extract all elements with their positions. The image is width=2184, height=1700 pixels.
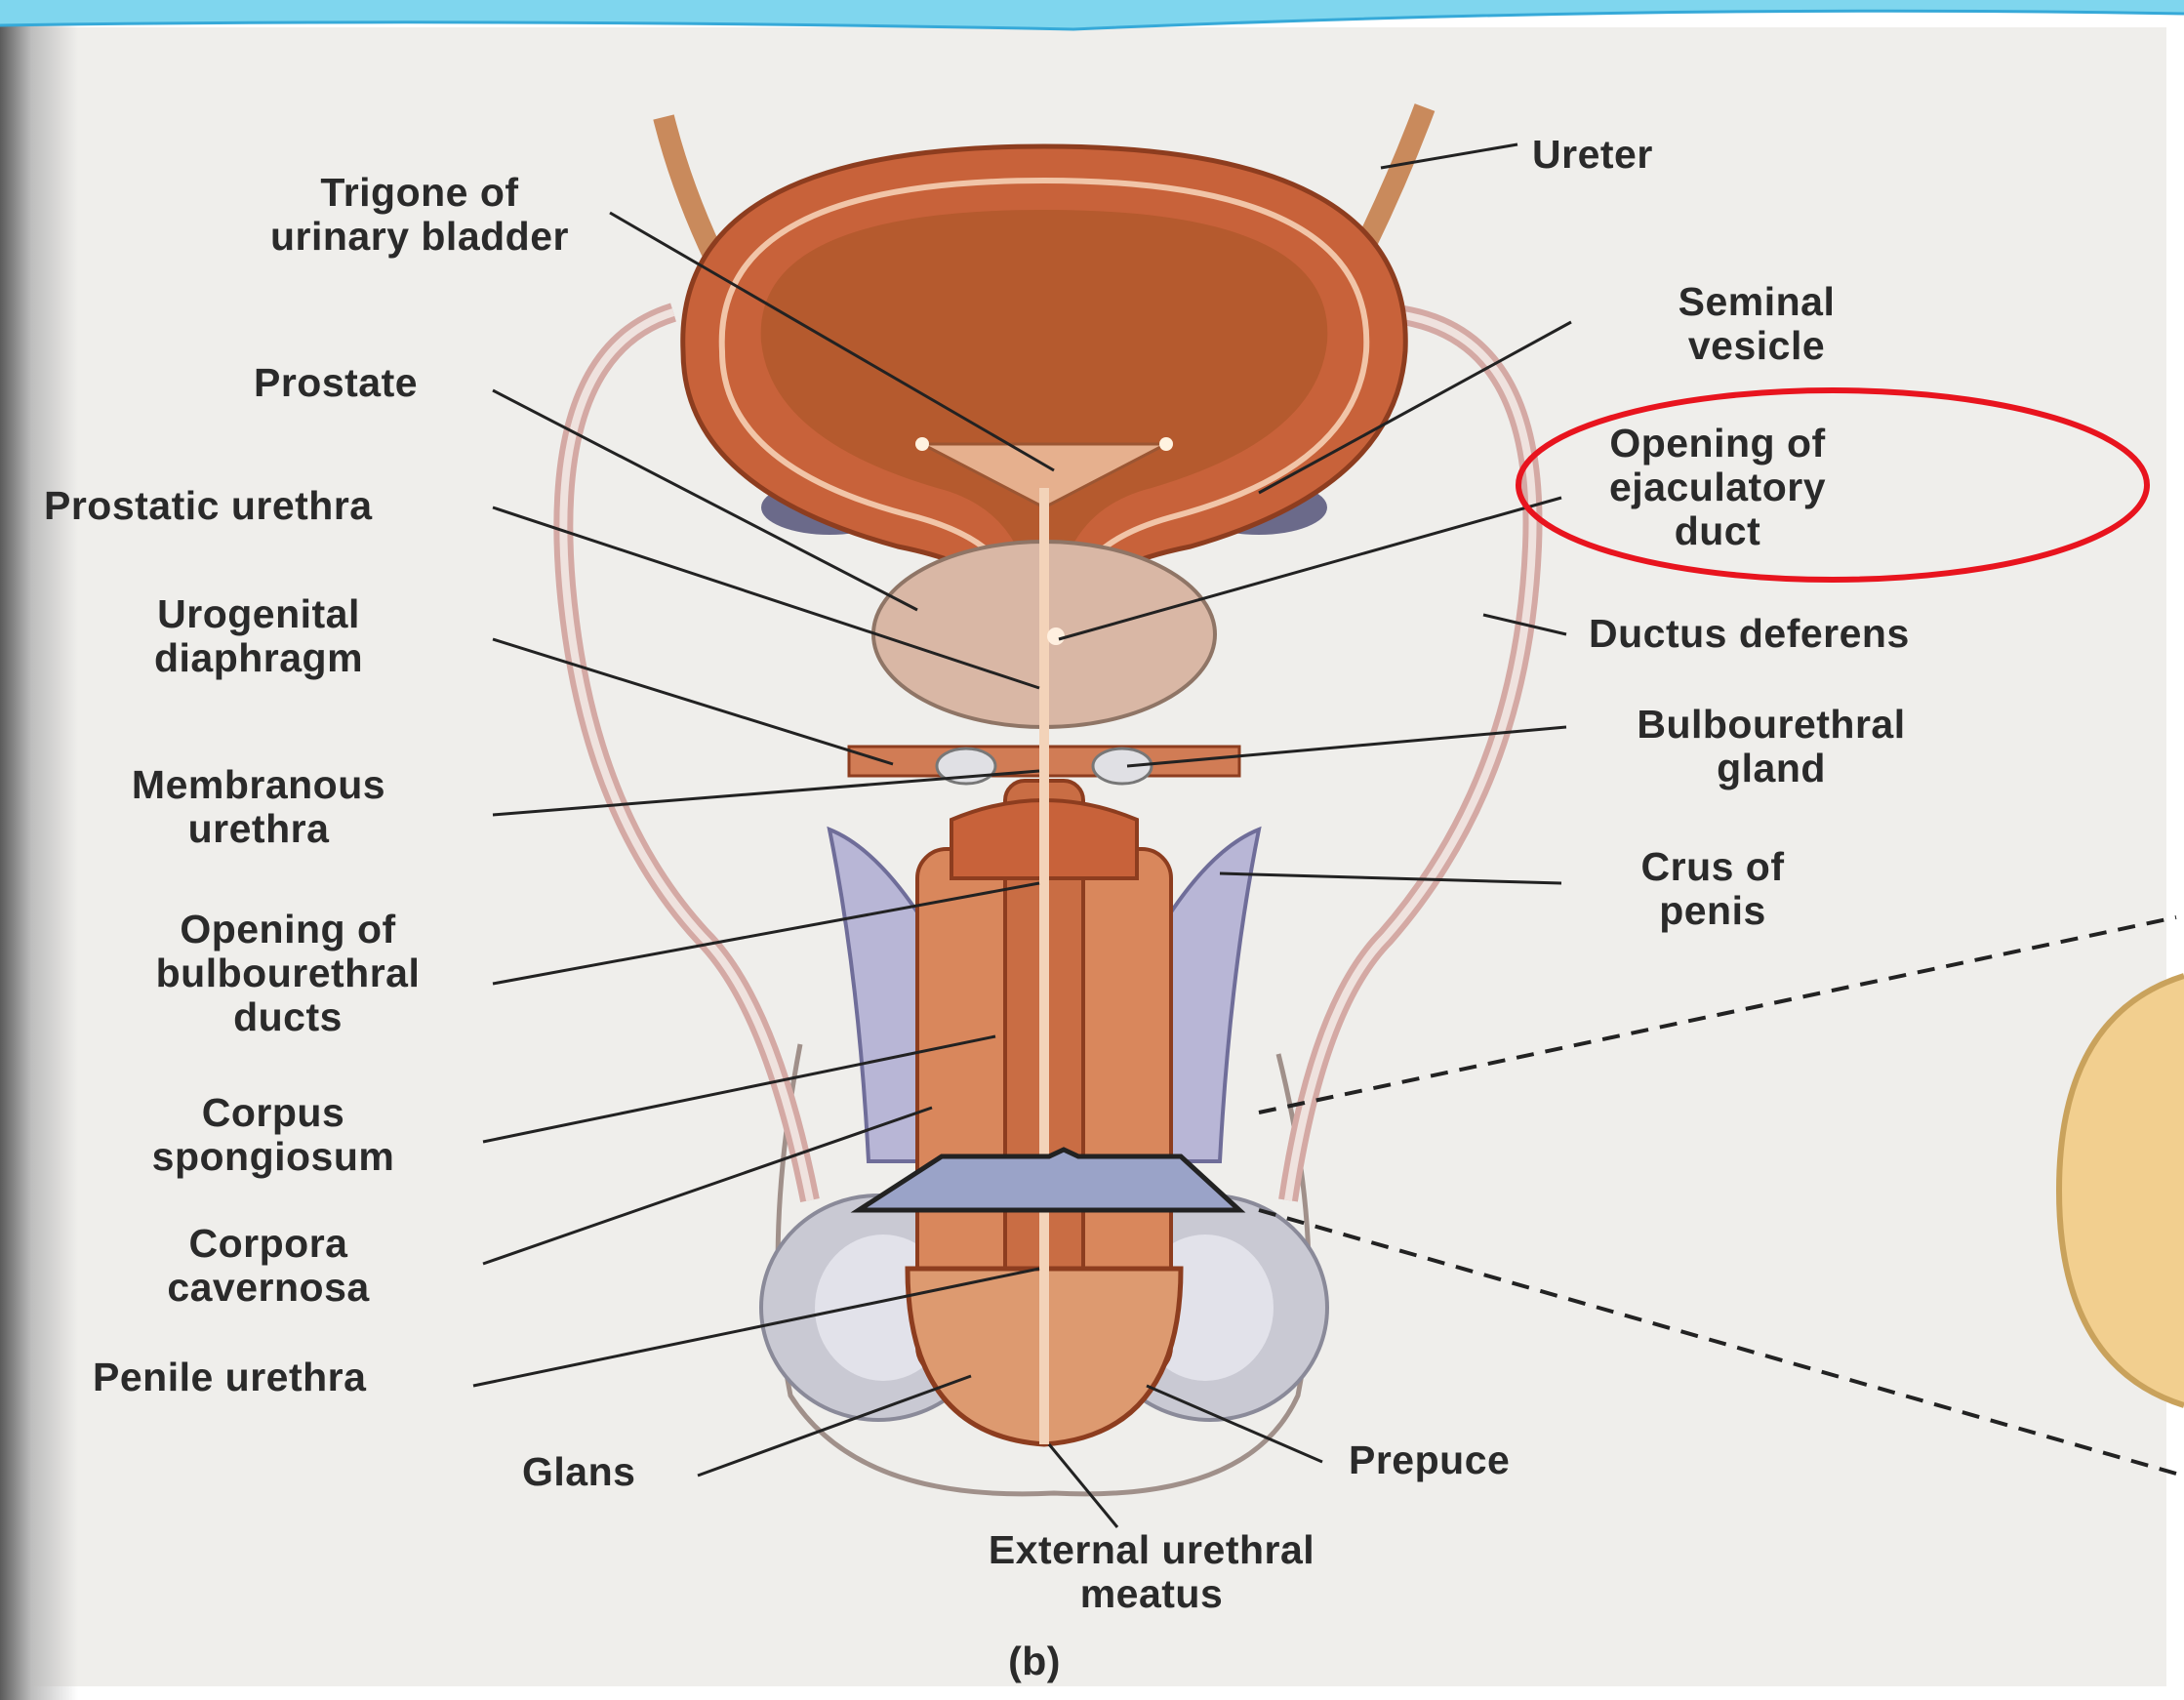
label-trigone: Trigone of urinary bladder [270,170,569,259]
label-seminal-vesicle: Seminal vesicle [1678,279,1836,368]
label-ureter: Ureter [1532,132,1653,177]
label-prostatic-urethra: Prostatic urethra [44,483,373,528]
leader-lines [472,142,1572,1528]
figure-label: (b) [1008,1639,1061,1683]
label-glans: Glans [522,1449,636,1494]
label-opening-bulbourethral-ducts: Opening of bulbourethral ducts [155,907,421,1039]
left-crus-of-penis [827,826,929,1163]
bladder-lumen [760,210,1328,586]
highlight-ring [1516,387,2150,583]
label-prostate: Prostate [254,360,419,405]
trigone [921,442,1167,509]
label-crus-of-penis: Crus of penis [1640,844,1785,933]
cross-section-preview-edge [2055,973,2184,1408]
label-urogenital-diaphragm: Urogenital diaphragm [153,591,364,680]
label-ejaculatory-duct: Opening of ejaculatory duct [1609,421,1826,553]
label-corpora-cavernosa: Corpora cavernosa [167,1221,370,1310]
label-corpus-spongiosum: Corpus spongiosum [151,1090,395,1179]
label-external-urethral-meatus: External urethral meatus [988,1527,1315,1616]
label-bulbourethral-gland: Bulbourethral gland [1637,702,1906,790]
label-penile-urethra: Penile urethra [93,1355,367,1399]
label-membranous-urethra: Membranous urethra [131,762,386,851]
label-ductus-deferens: Ductus deferens [1589,611,1910,656]
right-crus-of-penis [1159,826,1262,1163]
right-bulbourethral-gland [1091,747,1153,786]
label-prepuce: Prepuce [1349,1437,1511,1482]
cross-section-plane [850,1147,1246,1213]
page-binding-shadow [0,0,78,1700]
slide-top-wave-decoration [0,0,2184,31]
